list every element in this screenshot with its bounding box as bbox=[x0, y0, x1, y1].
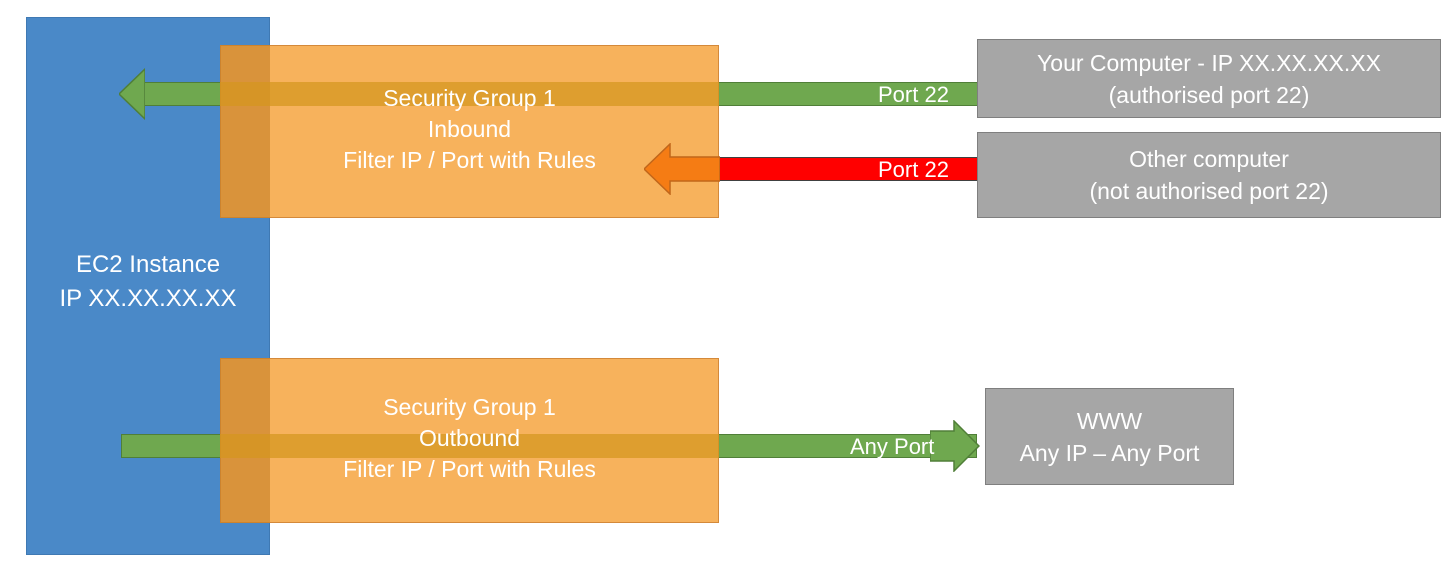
inbound-overlap-tint bbox=[220, 45, 270, 218]
blocked-inbound-connector-shaft bbox=[719, 157, 977, 181]
ec2-instance-name: EC2 Instance bbox=[75, 251, 221, 278]
allowed-outbound-shaft-overlap-tint bbox=[220, 434, 719, 458]
other-computer-line-1: Other computer bbox=[1129, 146, 1289, 172]
allowed-inbound-shaft-overlap-tint bbox=[220, 82, 719, 106]
www-line-2: Any IP – Any Port bbox=[1019, 439, 1200, 466]
ec2-instance-ip: IP XX.XX.XX.XX bbox=[59, 285, 237, 312]
www-line-1: WWW bbox=[1076, 407, 1143, 434]
allowed-inbound-arrowhead-icon bbox=[117, 67, 146, 121]
allowed-outbound-port-label: Any Port bbox=[850, 434, 935, 459]
blocked-inbound-arrow-icon bbox=[642, 142, 721, 196]
other-computer-line-2: (not authorised port 22) bbox=[1089, 178, 1329, 204]
blocked-inbound-port-label: Port 22 bbox=[878, 157, 949, 182]
allowed-inbound-port-label: Port 22 bbox=[878, 82, 949, 107]
security-group-inbound-box bbox=[220, 45, 719, 218]
your-computer-line-2: (authorised port 22) bbox=[1108, 81, 1310, 108]
allowed-outbound-arrowhead-icon bbox=[929, 419, 981, 473]
endpoint-your-computer-box: Your Computer - IP XX.XX.XX.XX (authoris… bbox=[977, 39, 1441, 118]
ec2-instance-label: EC2 Instance IP XX.XX.XX.XX bbox=[26, 248, 270, 316]
your-computer-line-1: Your Computer - IP XX.XX.XX.XX bbox=[1037, 49, 1381, 76]
endpoint-www-box: WWW Any IP – Any Port bbox=[985, 388, 1234, 485]
endpoint-other-computer-box: Other computer (not authorised port 22) bbox=[977, 132, 1441, 218]
